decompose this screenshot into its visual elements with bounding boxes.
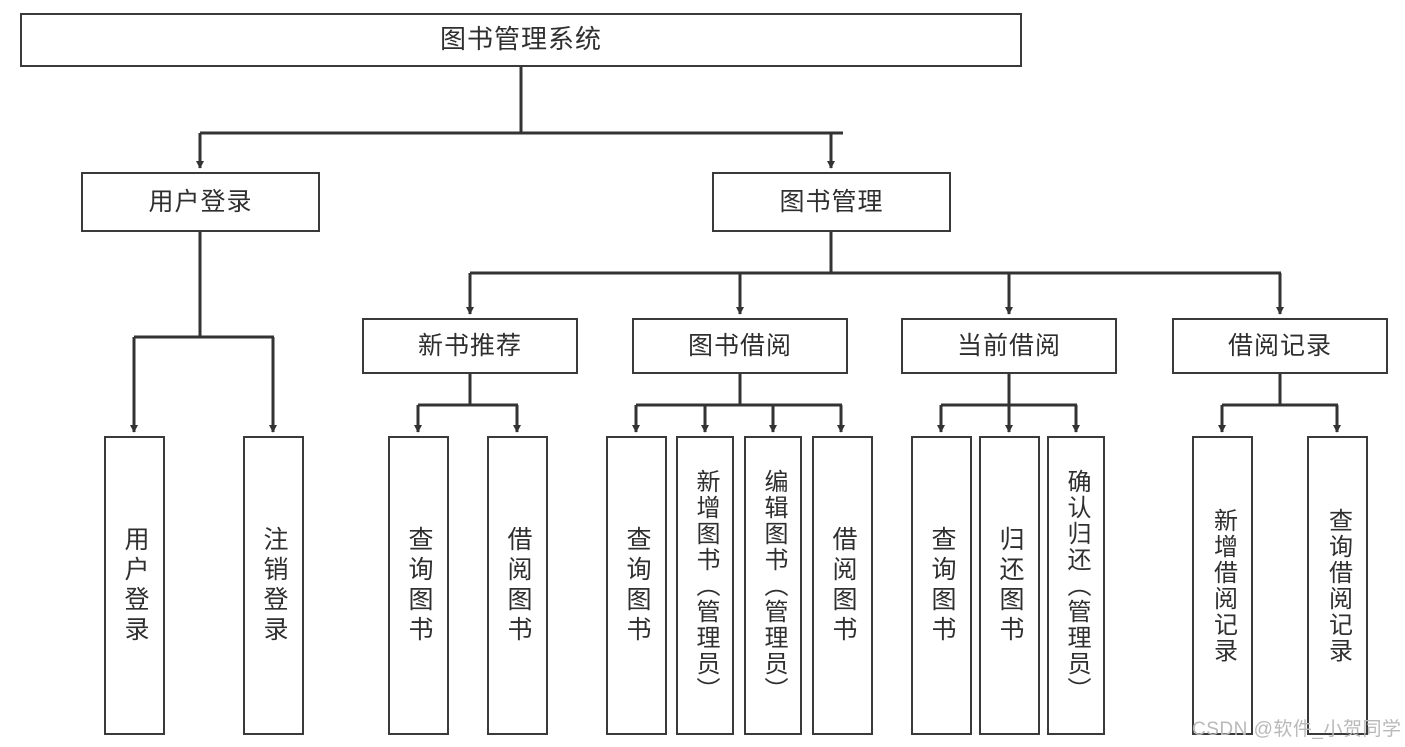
leaf-borrow-book-recommend[interactable]: 借阅图书	[487, 436, 548, 735]
node-current-borrow-label: 当前借阅	[956, 332, 1061, 360]
leaf-query-book-recommend[interactable]: 查询图书	[388, 436, 449, 735]
leaf-query-book-borrow-label: 查询图书	[623, 525, 651, 646]
leaf-add-book-label: 新增图书（管理员）	[692, 468, 719, 703]
leaf-logout-label: 注销登录	[260, 525, 288, 646]
leaf-query-book-current-label: 查询图书	[928, 525, 956, 646]
node-book-borrow[interactable]: 图书借阅	[632, 318, 848, 374]
leaf-borrow-book-recommend-label: 借阅图书	[504, 525, 532, 646]
node-user-login[interactable]: 用户登录	[81, 172, 320, 232]
node-current-borrow[interactable]: 当前借阅	[901, 318, 1117, 374]
leaf-return-book[interactable]: 归还图书	[979, 436, 1040, 735]
leaf-logout[interactable]: 注销登录	[243, 436, 304, 735]
leaf-query-book-borrow[interactable]: 查询图书	[606, 436, 667, 735]
leaf-borrow-book-label: 借阅图书	[829, 525, 857, 646]
leaf-confirm-return-label: 确认归还（管理员）	[1063, 468, 1090, 703]
leaf-add-borrow-record-label: 新增借阅记录	[1209, 507, 1237, 664]
leaf-query-borrow-record[interactable]: 查询借阅记录	[1307, 436, 1368, 735]
node-borrow-record[interactable]: 借阅记录	[1172, 318, 1388, 374]
node-book-manage[interactable]: 图书管理	[712, 172, 951, 232]
node-book-manage-label: 图书管理	[779, 188, 884, 216]
leaf-user-login[interactable]: 用户登录	[104, 436, 165, 735]
leaf-add-borrow-record[interactable]: 新增借阅记录	[1192, 436, 1253, 735]
leaf-add-book[interactable]: 新增图书（管理员）	[676, 436, 734, 735]
node-root-label: 图书管理系统	[439, 24, 602, 55]
leaf-borrow-book[interactable]: 借阅图书	[812, 436, 873, 735]
node-root[interactable]: 图书管理系统	[20, 13, 1022, 67]
node-user-login-label: 用户登录	[148, 188, 253, 216]
node-borrow-record-label: 借阅记录	[1227, 332, 1332, 360]
leaf-return-book-label: 归还图书	[996, 525, 1024, 646]
node-new-book-recommend-label: 新书推荐	[417, 332, 522, 360]
leaf-query-book-recommend-label: 查询图书	[405, 525, 433, 646]
leaf-edit-book-label: 编辑图书（管理员）	[760, 468, 787, 703]
leaf-user-login-label: 用户登录	[121, 525, 149, 646]
leaf-confirm-return[interactable]: 确认归还（管理员）	[1047, 436, 1105, 735]
node-book-borrow-label: 图书借阅	[687, 332, 792, 360]
leaf-query-borrow-record-label: 查询借阅记录	[1324, 507, 1352, 664]
leaf-edit-book[interactable]: 编辑图书（管理员）	[744, 436, 802, 735]
leaf-query-book-current[interactable]: 查询图书	[911, 436, 972, 735]
node-new-book-recommend[interactable]: 新书推荐	[362, 318, 578, 374]
